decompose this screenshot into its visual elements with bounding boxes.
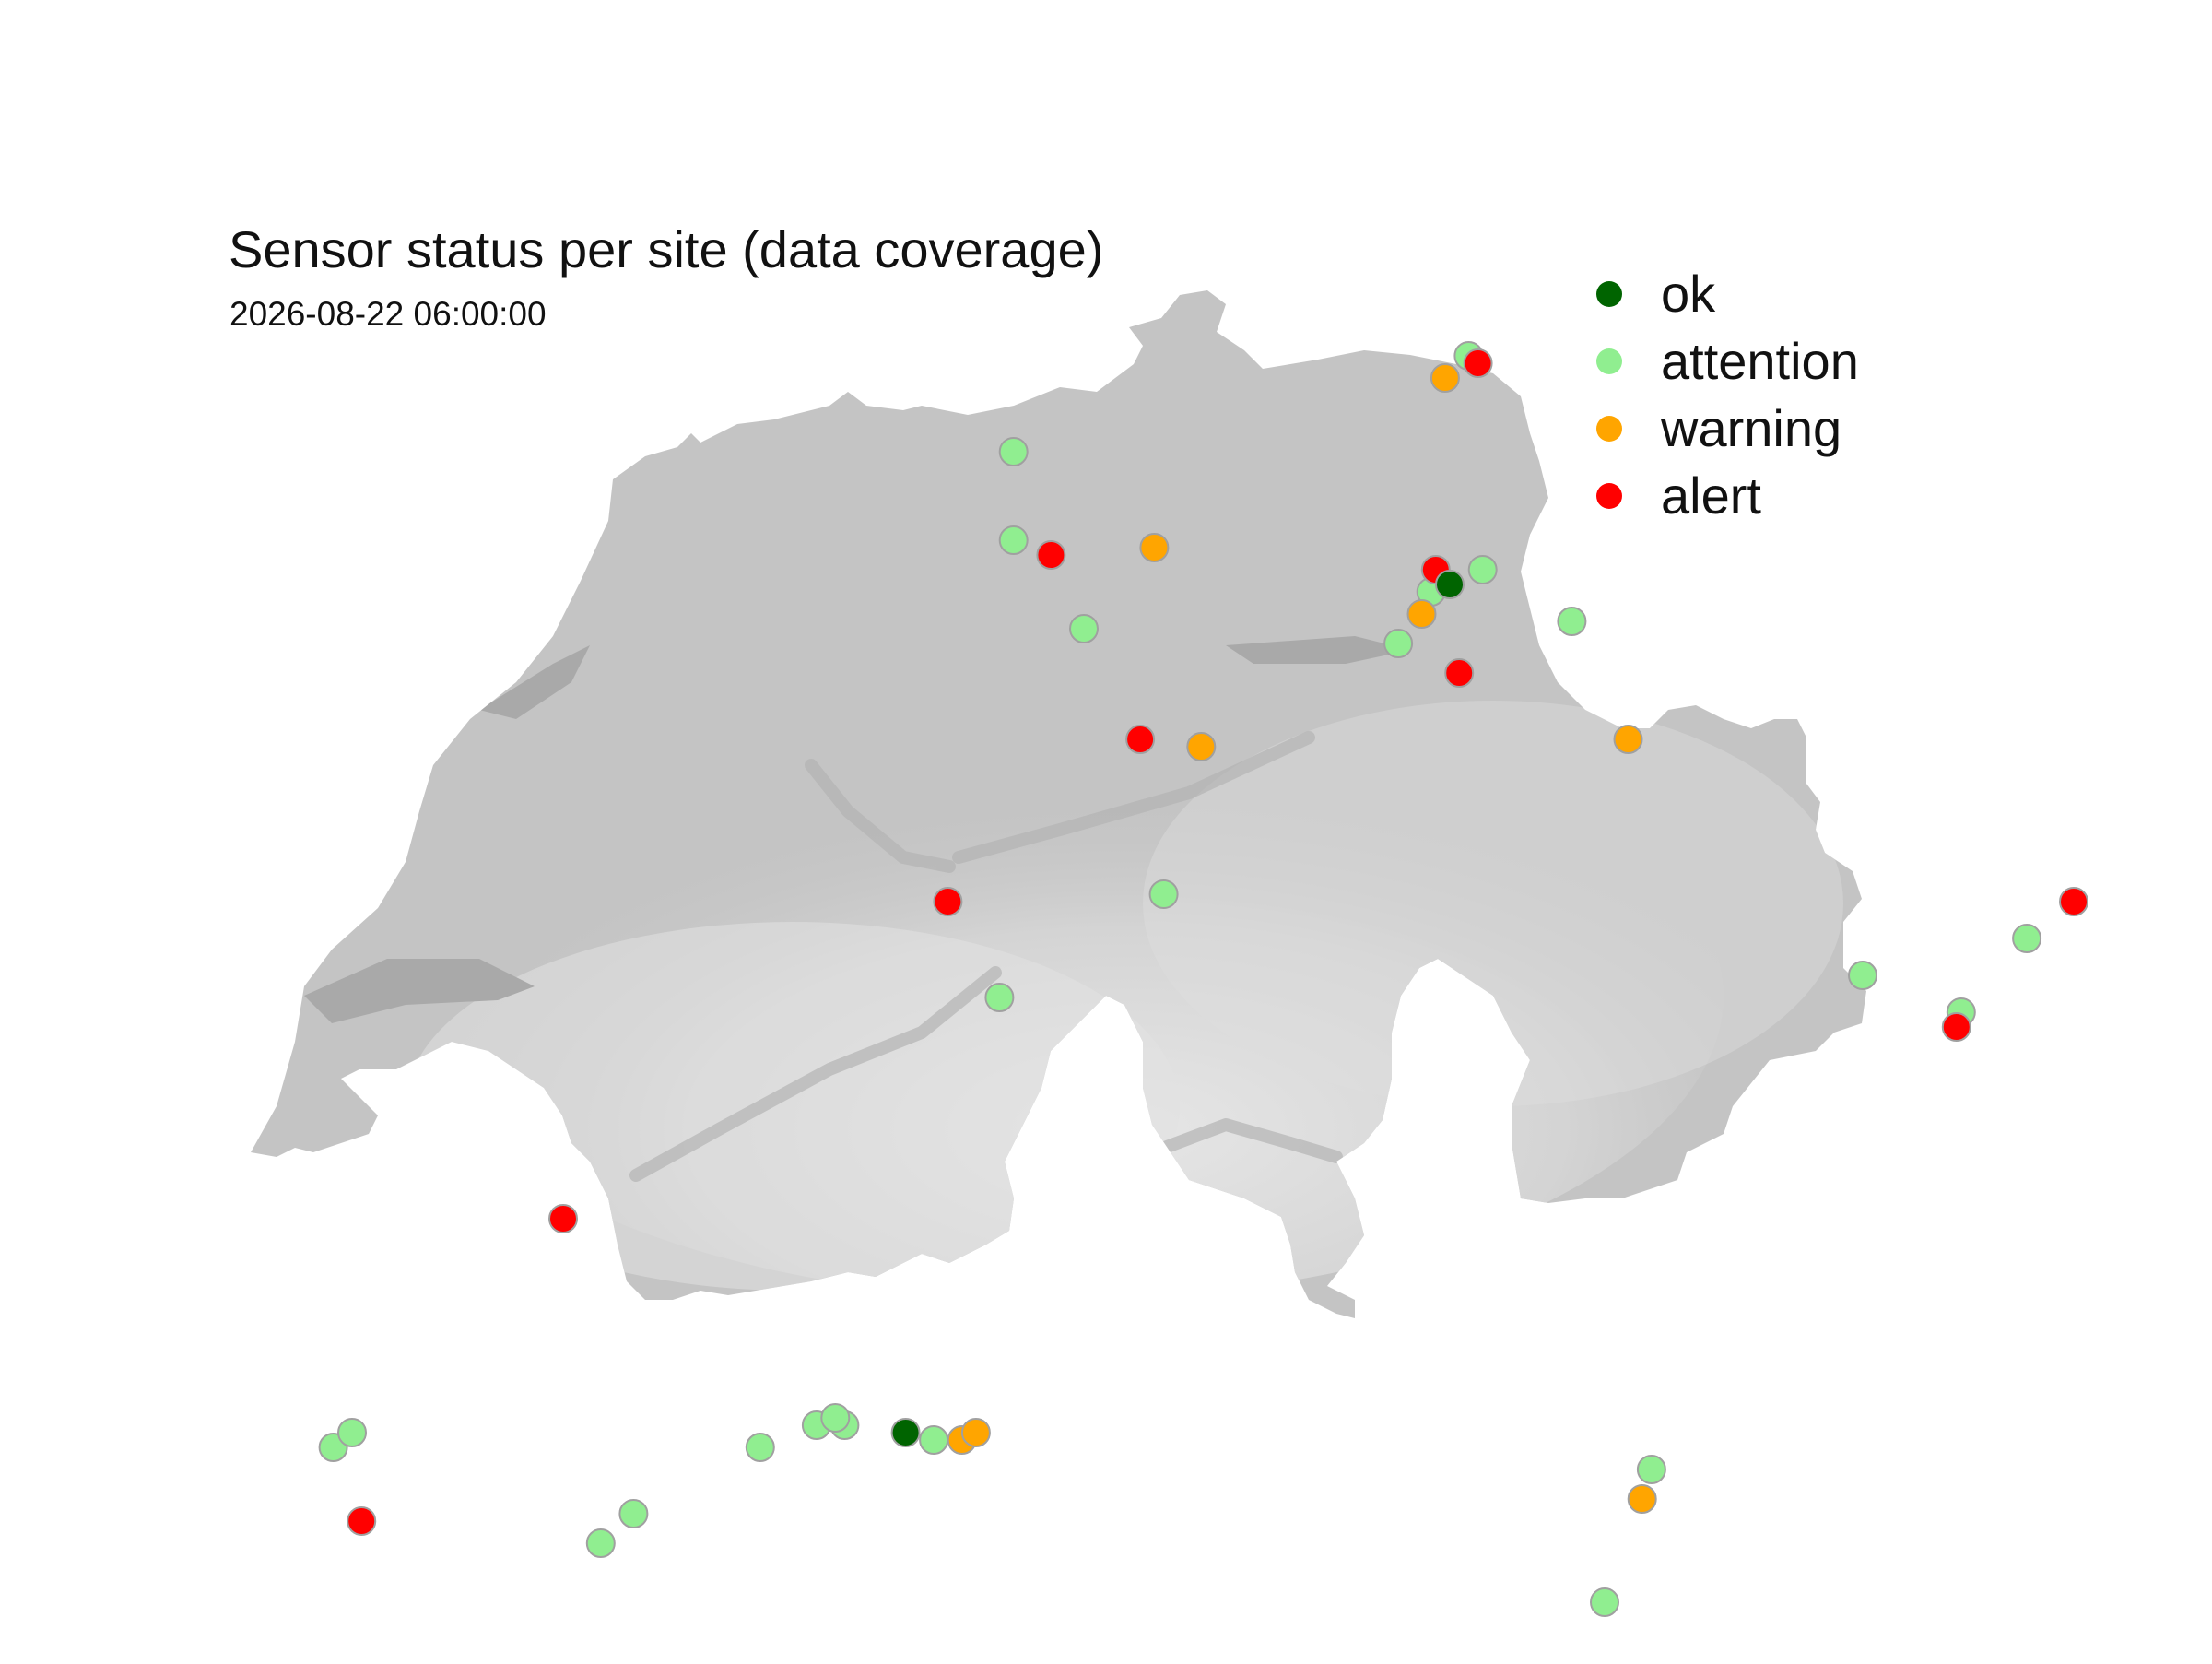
alpine-relief-shading-south — [406, 922, 1180, 1291]
legend-item-warning: warning — [1594, 395, 1859, 462]
marker-attention-24 — [820, 1403, 851, 1433]
marker-warning-2 — [1406, 599, 1437, 629]
marker-attention-17 — [919, 1425, 949, 1455]
marker-alert-1 — [1036, 540, 1066, 570]
marker-attention-22 — [1590, 1587, 1619, 1617]
legend-dot-ok — [1596, 280, 1622, 307]
marker-alert-4 — [1125, 725, 1156, 754]
marker-attention-18 — [745, 1433, 775, 1462]
legend-item-alert: alert — [1594, 462, 1859, 529]
legend-label-alert: alert — [1661, 466, 1761, 525]
marker-attention-19 — [618, 1499, 649, 1528]
marker-alert-6 — [548, 1204, 578, 1233]
marker-ok-1 — [890, 1418, 921, 1447]
lake-shapes — [304, 636, 1410, 1023]
marker-attention-21 — [1636, 1455, 1666, 1484]
marker-alert-8 — [1941, 1012, 1971, 1042]
legend-dot-attention — [1596, 348, 1622, 374]
marker-attention-10 — [1848, 961, 1877, 990]
legend-label-warning: warning — [1661, 399, 1842, 457]
marker-attention-20 — [585, 1528, 616, 1558]
marker-warning-4 — [1613, 725, 1643, 754]
map-title: Sensor status per site (data coverage) — [229, 220, 1104, 278]
valley-lines — [629, 731, 1343, 1182]
marker-attention-2 — [998, 525, 1029, 555]
marker-attention-12 — [2012, 924, 2042, 953]
marker-attention-0 — [998, 437, 1029, 466]
legend-label-ok: ok — [1661, 265, 1716, 323]
sensor-markers — [318, 341, 2088, 1617]
marker-warning-0 — [1430, 363, 1460, 393]
marker-warning-1 — [1139, 533, 1170, 562]
marker-warning-3 — [1186, 732, 1217, 761]
marker-attention-9 — [984, 983, 1015, 1012]
marker-attention-14 — [337, 1418, 367, 1447]
marker-attention-4 — [1467, 555, 1498, 584]
marker-attention-5 — [1069, 614, 1099, 643]
legend-label-attention: attention — [1661, 332, 1859, 390]
marker-attention-7 — [1557, 607, 1587, 636]
marker-attention-8 — [1148, 879, 1179, 909]
marker-warning-6 — [960, 1418, 991, 1447]
legend: ok attention warning alert — [1594, 260, 1859, 529]
marker-alert-7 — [2059, 887, 2088, 916]
marker-alert-5 — [933, 887, 963, 916]
marker-alert-3 — [1444, 658, 1475, 688]
terrain-relief — [251, 290, 1866, 1318]
marker-alert-9 — [347, 1506, 377, 1536]
marker-attention-6 — [1383, 629, 1414, 658]
map-subtitle: 2026-08-22 06:00:00 — [229, 295, 547, 333]
legend-dot-warning — [1596, 415, 1622, 442]
legend-item-ok: ok — [1594, 260, 1859, 327]
alpine-relief-shading-east — [1143, 701, 1843, 1106]
marker-warning-7 — [1627, 1484, 1657, 1514]
legend-item-attention: attention — [1594, 327, 1859, 395]
marker-ok-0 — [1435, 570, 1465, 599]
marker-alert-0 — [1463, 348, 1493, 378]
legend-dot-alert — [1596, 482, 1622, 509]
